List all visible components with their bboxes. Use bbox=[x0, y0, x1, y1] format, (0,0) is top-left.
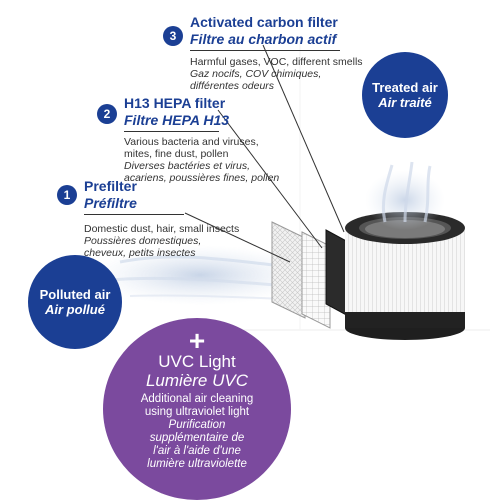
hepa-layer bbox=[301, 231, 331, 329]
hepa-desc-fr-1: Diverses bactéries et virus, bbox=[124, 160, 251, 172]
prefilter-pointer-line bbox=[184, 212, 291, 263]
carbon-desc-en: Harmful gases, VOC, different smells bbox=[190, 56, 363, 68]
carbon-filter-title-fr: Filtre au charbon actif bbox=[190, 31, 337, 47]
uvc-title: UVC Light bbox=[158, 352, 236, 371]
hepa-filter-title-fr: Filtre HEPA H13 bbox=[124, 112, 230, 128]
uvc-desc-fr-1: Purification bbox=[168, 419, 226, 431]
prefilter-title: Prefilter bbox=[84, 178, 137, 194]
prefilter-desc-en: Domestic dust, hair, small insects bbox=[84, 223, 240, 235]
hepa-desc-fr-2: acariens, poussières fines, pollen bbox=[124, 172, 280, 184]
polluted-air-label-fr: Air pollué bbox=[45, 302, 105, 317]
uvc-desc-en-2: using ultraviolet light bbox=[144, 406, 250, 418]
carbon-filter-title: Activated carbon filter bbox=[190, 14, 338, 30]
cylinder-filter bbox=[345, 212, 465, 340]
prefilter-layer bbox=[271, 221, 306, 319]
uvc-title-fr: Lumière UVC bbox=[145, 371, 249, 390]
polluted-air-bubble: Polluted air Air pollué bbox=[28, 255, 122, 349]
prefilter-description: Domestic dust, hair, small insects Pouss… bbox=[84, 223, 239, 259]
prefilter-title-fr: Préfiltre bbox=[84, 195, 137, 211]
step-2-badge: 2 bbox=[97, 104, 117, 124]
uvc-desc-fr-4: lumière ultraviolette bbox=[147, 458, 247, 470]
hepa-desc-en-1: Various bacteria and viruses, bbox=[124, 136, 259, 148]
treated-air-flow bbox=[365, 161, 445, 230]
hepa-filter-title: H13 HEPA filter bbox=[124, 95, 226, 111]
treated-air-label: Treated air bbox=[372, 80, 438, 95]
prefilter-desc-fr-1: Poussières domestiques, bbox=[84, 235, 202, 247]
hepa-filter-description: Various bacteria and viruses, mites, fin… bbox=[124, 136, 279, 184]
carbon-filter-description: Harmful gases, VOC, different smells Gaz… bbox=[190, 56, 363, 92]
treated-air-label-fr: Air traité bbox=[378, 95, 432, 110]
uvc-light-circle: + UVC Light Lumière UVC Additional air c… bbox=[103, 318, 291, 500]
uvc-description-fr: Purification supplémentaire de l'air à l… bbox=[103, 419, 291, 471]
plus-icon: + bbox=[188, 325, 206, 356]
uvc-desc-fr-2: supplémentaire de bbox=[149, 432, 245, 444]
uvc-desc-en-1: Additional air cleaning bbox=[140, 393, 254, 405]
step-1-badge: 1 bbox=[57, 185, 77, 205]
carbon-desc-fr-2: différentes odeurs bbox=[190, 80, 275, 92]
prefilter-title-underline bbox=[84, 214, 184, 215]
carbon-pointer-line bbox=[262, 44, 345, 233]
uvc-description: Additional air cleaning using ultraviole… bbox=[103, 393, 291, 419]
hepa-pointer-line bbox=[217, 109, 323, 249]
uvc-desc-fr-3: l'air à l'aide d'une bbox=[153, 445, 241, 457]
prefilter-desc-fr-2: cheveux, petits insectes bbox=[84, 247, 196, 259]
treated-air-bubble: Treated air Air traité bbox=[362, 52, 448, 138]
carbon-desc-fr-1: Gaz nocifs, COV chimiques, bbox=[190, 68, 322, 80]
polluted-air-label: Polluted air bbox=[39, 287, 111, 302]
step-3-badge: 3 bbox=[163, 26, 183, 46]
carbon-title-underline bbox=[190, 50, 340, 51]
hepa-title-underline bbox=[124, 131, 219, 132]
hepa-desc-en-2: mites, fine dust, pollen bbox=[124, 148, 229, 160]
